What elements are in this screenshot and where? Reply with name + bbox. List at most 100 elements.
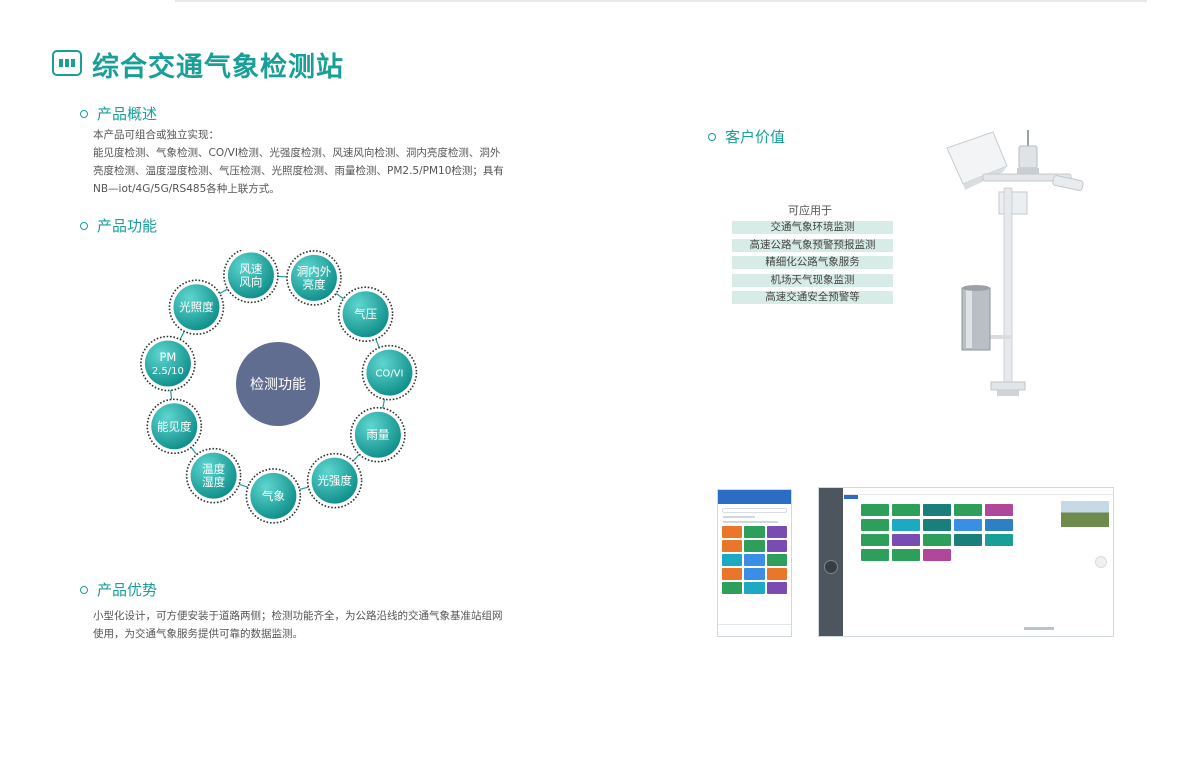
dashboard-topbar bbox=[843, 488, 1113, 495]
customer-value-heading-label: 客户价值 bbox=[725, 128, 786, 146]
weather-station-illustration bbox=[946, 130, 1084, 396]
overview-paragraph: 本产品可组合或独立实现： 能见度检测、气象检测、CO/VI检测、光强度检测、风速… bbox=[93, 126, 504, 198]
dashboard-sidebar bbox=[819, 488, 843, 636]
dashboard-tile bbox=[923, 534, 951, 546]
diagram-node-circle bbox=[151, 403, 198, 450]
mobile-tile bbox=[722, 582, 743, 594]
mobile-tile bbox=[766, 582, 787, 594]
dashboard-tile-grid bbox=[861, 504, 1013, 561]
advantages-line: 小型化设计，可方便安装于道路两侧；检测功能齐全，为公路沿线的交通气象基准站组网 bbox=[93, 610, 503, 622]
dashboard-tab bbox=[844, 495, 858, 499]
diagram-node-circle bbox=[250, 472, 297, 519]
diagram-node-label: 洞内外 bbox=[297, 264, 332, 278]
mobile-search-field bbox=[722, 508, 787, 513]
diagram-node-circle bbox=[173, 284, 220, 331]
overview-line: 本产品可组合或独立实现： bbox=[93, 129, 219, 141]
mobile-header bbox=[718, 490, 791, 504]
diagram-node-label: CO/VI bbox=[375, 369, 403, 380]
mobile-text-line bbox=[723, 521, 778, 523]
mobile-tile bbox=[766, 568, 787, 580]
diagram-node-label: 能见度 bbox=[157, 419, 192, 433]
section-heading-functions: 产品功能 bbox=[80, 215, 157, 236]
camera-thumbnail bbox=[1061, 501, 1109, 527]
dashboard-tile bbox=[923, 519, 951, 531]
circle-bullet-icon bbox=[80, 109, 88, 118]
mobile-tile bbox=[766, 554, 787, 566]
advantages-paragraph: 小型化设计，可方便安装于道路两侧；检测功能齐全，为公路沿线的交通气象基准站组网 … bbox=[93, 607, 503, 643]
section-heading-overview: 产品概述 bbox=[80, 103, 157, 124]
section-heading-customer-value: 客户价值 bbox=[708, 126, 785, 147]
diagram-node: 风速风向 bbox=[223, 250, 279, 304]
diagram-node-circle bbox=[354, 411, 401, 458]
diagram-center-circle bbox=[236, 342, 320, 426]
dashboard-tile bbox=[892, 504, 920, 516]
application-list: 交通气象环境监测 高速公路气象预警预报监测 精细化公路气象服务 机场天气现象监测… bbox=[732, 221, 893, 309]
mobile-tile bbox=[744, 568, 765, 580]
mobile-tile-grid bbox=[722, 526, 787, 594]
circle-bullet-icon bbox=[708, 132, 716, 141]
application-item: 高速交通安全预警等 bbox=[732, 291, 893, 305]
dashboard-tile bbox=[923, 504, 951, 516]
mobile-tile bbox=[744, 582, 765, 594]
application-item: 机场天气现象监测 bbox=[732, 273, 893, 287]
dashboard-tile bbox=[985, 504, 1013, 516]
diagram-node-label: 气象 bbox=[262, 489, 285, 503]
advantages-heading-label: 产品优势 bbox=[97, 581, 158, 599]
functions-heading-label: 产品功能 bbox=[97, 217, 158, 235]
diagram-node-label: 湿度 bbox=[202, 475, 225, 489]
diagram-node-label: 雨量 bbox=[366, 428, 389, 442]
circle-bullet-icon bbox=[80, 221, 88, 230]
mobile-text-line bbox=[723, 516, 755, 518]
dashboard-tile bbox=[892, 534, 920, 546]
diagram-node-circle bbox=[342, 291, 389, 338]
overview-heading-label: 产品概述 bbox=[97, 105, 158, 123]
page-title: 综合交通气象检测站 bbox=[92, 52, 344, 83]
circle-bullet-icon bbox=[80, 585, 88, 594]
mobile-tile bbox=[722, 540, 743, 552]
dashboard-tile bbox=[861, 534, 889, 546]
function-diagram: 检测功能风速风向洞内外亮度气压CO/VI雨量光强度气象温度湿度能见度PM2.5/… bbox=[140, 250, 418, 524]
diagram-node-circle bbox=[366, 349, 413, 396]
diagram-node-circle bbox=[144, 340, 191, 387]
diagram-node-label: 气压 bbox=[354, 307, 377, 321]
mobile-app-screenshot bbox=[717, 489, 792, 637]
diagram-node-label: 温度 bbox=[202, 462, 225, 476]
application-item: 精细化公路气象服务 bbox=[732, 256, 893, 270]
overview-line: NB—iot/4G/5G/RS485各种上联方式。 bbox=[93, 183, 280, 195]
chevron-right-icon bbox=[1095, 556, 1107, 568]
overview-line: 能见度检测、气象检测、CO/VI检测、光强度检测、风速风向检测、洞内亮度检测、洞… bbox=[93, 147, 501, 159]
dashboard-footer bbox=[1024, 627, 1054, 630]
dashboard-tile bbox=[954, 504, 982, 516]
dashboard-tile bbox=[923, 549, 951, 561]
dashboard-tile bbox=[892, 519, 920, 531]
application-item: 高速公路气象预警预报监测 bbox=[732, 238, 893, 252]
mobile-tile bbox=[766, 526, 787, 538]
dashboard-tile bbox=[861, 519, 889, 531]
diagram-node: 气象 bbox=[245, 468, 302, 524]
dashboard-tile bbox=[861, 504, 889, 516]
section-heading-advantages: 产品优势 bbox=[80, 579, 157, 600]
diagram-node-circle bbox=[227, 252, 274, 299]
dashboard-tile bbox=[985, 519, 1013, 531]
diagram-node-label: 风速 bbox=[239, 262, 262, 276]
diagram-node-label: 2.5/10 bbox=[152, 366, 184, 377]
web-dashboard-screenshot bbox=[818, 487, 1114, 637]
diagram-node-label: 风向 bbox=[239, 275, 262, 289]
apps-title: 可应用于 bbox=[788, 204, 832, 217]
dashboard-tile bbox=[954, 519, 982, 531]
diagram-node-circle bbox=[190, 452, 237, 499]
mobile-tile bbox=[722, 554, 743, 566]
mobile-tile bbox=[766, 540, 787, 552]
dashboard-tile bbox=[954, 534, 982, 546]
top-rule bbox=[175, 0, 1147, 2]
battery-icon bbox=[52, 50, 82, 76]
diagram-node: PM 2.5/10 bbox=[140, 335, 196, 392]
diagram-node: 温度湿度 bbox=[185, 447, 242, 504]
diagram-node: 气压 bbox=[337, 286, 394, 343]
diagram-node-circle bbox=[290, 254, 337, 301]
diagram-node-label: PM bbox=[159, 350, 176, 364]
mobile-tab-bar bbox=[718, 624, 791, 636]
diagram-node-label: 亮度 bbox=[302, 277, 325, 291]
mobile-tile bbox=[722, 526, 743, 538]
